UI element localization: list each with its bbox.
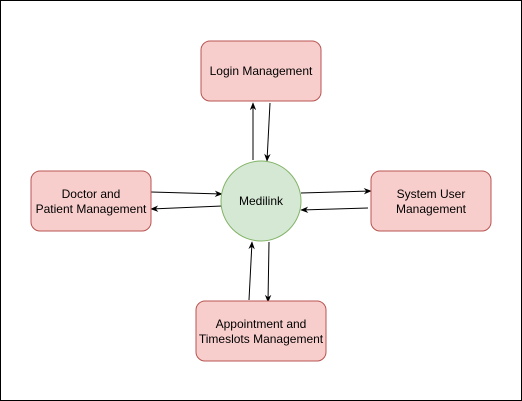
node-center [220, 160, 302, 242]
node-system [370, 170, 492, 232]
node-doctor [30, 170, 152, 232]
node-appointment [195, 300, 327, 362]
node-doctor-label-line2: Patient Management [36, 202, 147, 216]
edge-center-to-system [300, 188, 372, 195]
node-center-label: Medilink [239, 194, 284, 208]
node-doctor-label-line1: Doctor and [62, 187, 121, 201]
edge-center-to-appointment [264, 241, 272, 303]
node-system-label-line2: Management [396, 202, 467, 216]
node-system-label-line1: System User [397, 187, 466, 201]
node-appointment-label-line1: Appointment and [216, 317, 307, 331]
edge-login-to-center [264, 102, 271, 162]
edge-system-to-center [300, 206, 369, 213]
node-login-label: Login Management [210, 64, 313, 78]
node-login [200, 40, 322, 102]
node-appointment-label-line2: Timeslots Management [199, 332, 324, 346]
edge-center-to-doctor [150, 205, 223, 212]
edge-doctor-to-center [150, 190, 223, 197]
edge-appointment-to-center [248, 241, 255, 301]
